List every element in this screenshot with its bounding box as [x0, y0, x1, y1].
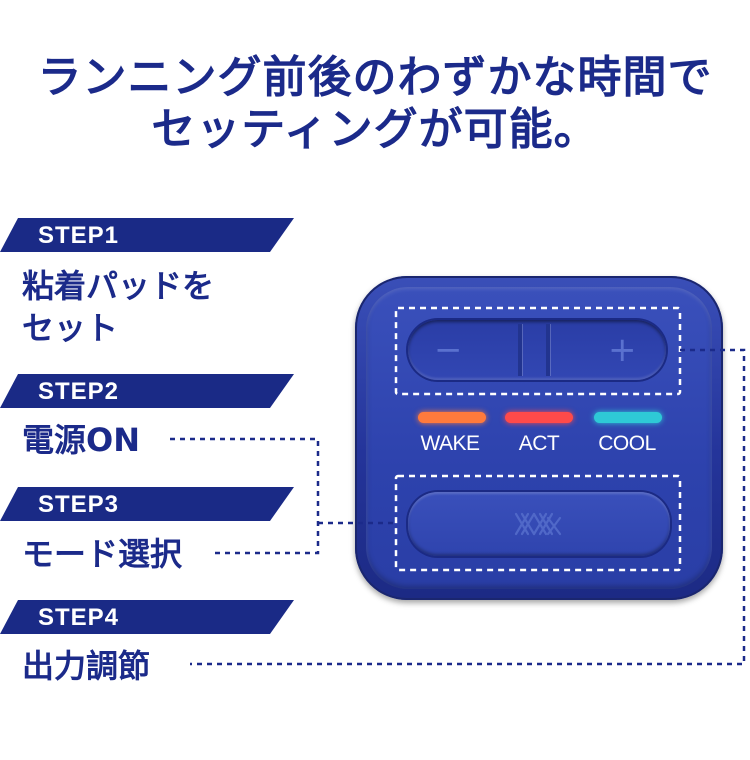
- headline-line-2: セッティングが可能。: [151, 104, 599, 155]
- rocker-divider-right: [546, 324, 550, 376]
- step4-banner: STEP4: [0, 600, 294, 634]
- step1-banner: STEP1: [0, 218, 294, 252]
- step4-label: STEP4: [38, 604, 120, 631]
- step3-label: STEP3: [38, 491, 120, 518]
- mode-label-wake: WAKE: [420, 432, 480, 455]
- mode-label-cool: COOL: [598, 432, 656, 455]
- mode-button[interactable]: [408, 492, 670, 556]
- step2-label: STEP2: [38, 378, 120, 405]
- led-cool: [594, 412, 662, 423]
- volume-rocker[interactable]: − +: [408, 320, 666, 380]
- step4-text: 出力調節: [22, 647, 151, 685]
- headline-line-1: ランニング前後のわずかな時間で: [37, 52, 713, 103]
- step2-text: 電源ON: [22, 421, 140, 459]
- step1-text-line1: 粘着パッドを: [22, 267, 215, 305]
- led-wake: [418, 412, 486, 423]
- brand-logo-icon: [514, 512, 562, 536]
- step3-banner: STEP3: [0, 487, 294, 521]
- step4-connector: [190, 348, 746, 666]
- minus-button[interactable]: −: [434, 330, 463, 370]
- step1-label: STEP1: [38, 222, 120, 249]
- rocker-divider-left: [518, 324, 522, 376]
- plus-button[interactable]: +: [608, 330, 637, 370]
- led-act: [505, 412, 573, 423]
- volume-highlight-box: [394, 306, 682, 396]
- mode-highlight-box: [394, 474, 682, 572]
- step2-banner: STEP2: [0, 374, 294, 408]
- mode-label-act: ACT: [518, 432, 560, 455]
- step2-step3-connector: [170, 437, 320, 555]
- step1-text-line2: セット: [22, 309, 119, 347]
- step3-text: モード選択: [22, 535, 183, 573]
